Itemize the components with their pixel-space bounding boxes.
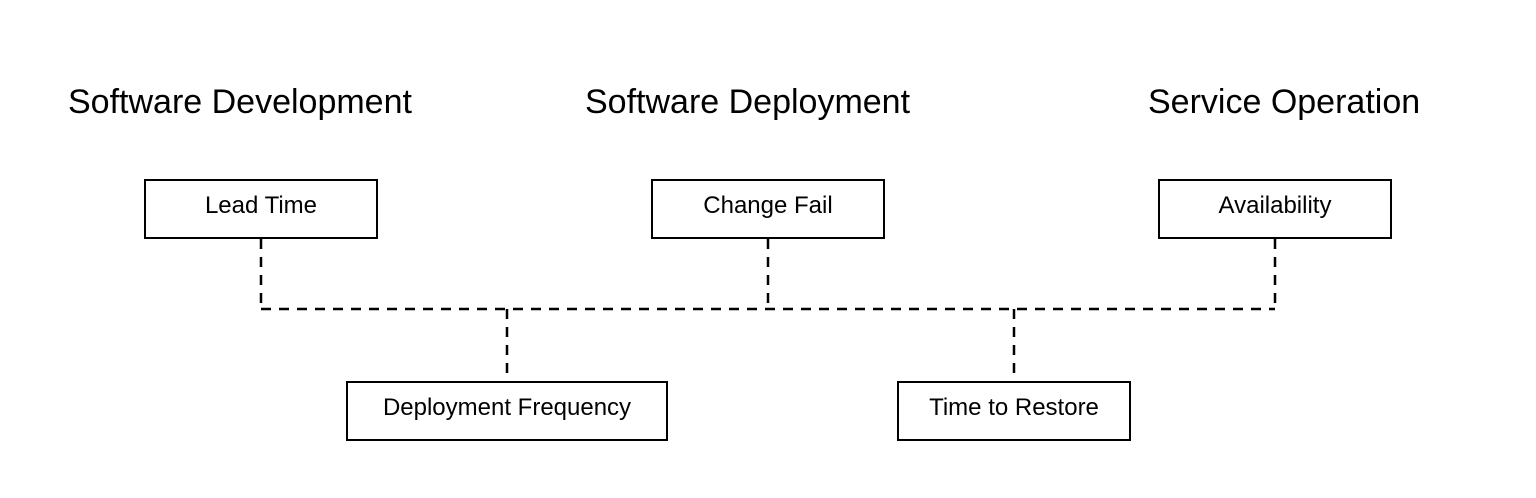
- metric-label-time-to-restore: Time to Restore: [929, 394, 1099, 421]
- metric-label-availability: Availability: [1218, 192, 1332, 219]
- heading-software-development: Software Development: [68, 83, 412, 121]
- metric-label-deployment-frequency: Deployment Frequency: [382, 394, 632, 421]
- metric-label-lead-time: Lead Time: [204, 192, 318, 219]
- metric-box-change-fail: Change Fail: [651, 179, 885, 239]
- heading-service-operation: Service Operation: [1148, 83, 1421, 121]
- metric-label-change-fail: Change Fail: [703, 192, 833, 219]
- metric-box-deployment-frequency: Deployment Frequency: [346, 381, 668, 441]
- heading-software-deployment: Software Deployment: [585, 83, 911, 121]
- metric-box-availability: Availability: [1158, 179, 1392, 239]
- metric-box-lead-time: Lead Time: [144, 179, 378, 239]
- metric-box-time-to-restore: Time to Restore: [897, 381, 1131, 441]
